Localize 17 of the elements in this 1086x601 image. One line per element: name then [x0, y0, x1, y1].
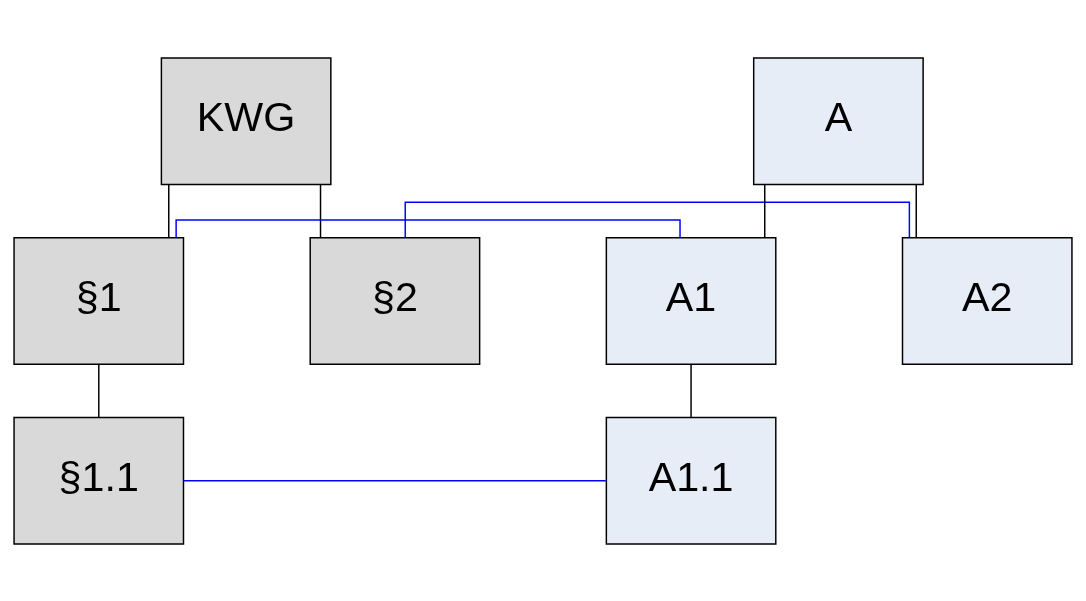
node-box: §2	[309, 236, 481, 365]
node-box: A	[752, 56, 924, 185]
connector	[175, 218, 681, 238]
connector	[764, 183, 766, 238]
node-box: A1	[605, 236, 777, 365]
connector	[98, 363, 100, 418]
node-box: §1.1	[13, 416, 185, 545]
connector	[915, 183, 917, 238]
node-box: A2	[901, 236, 1073, 365]
connector	[690, 363, 692, 418]
connector	[182, 479, 607, 481]
connector	[404, 201, 911, 238]
node-box: A1.1	[605, 416, 777, 545]
connector	[319, 183, 322, 238]
node-box: KWG	[160, 56, 332, 185]
node-box: §1	[13, 236, 185, 365]
connector	[168, 183, 170, 238]
